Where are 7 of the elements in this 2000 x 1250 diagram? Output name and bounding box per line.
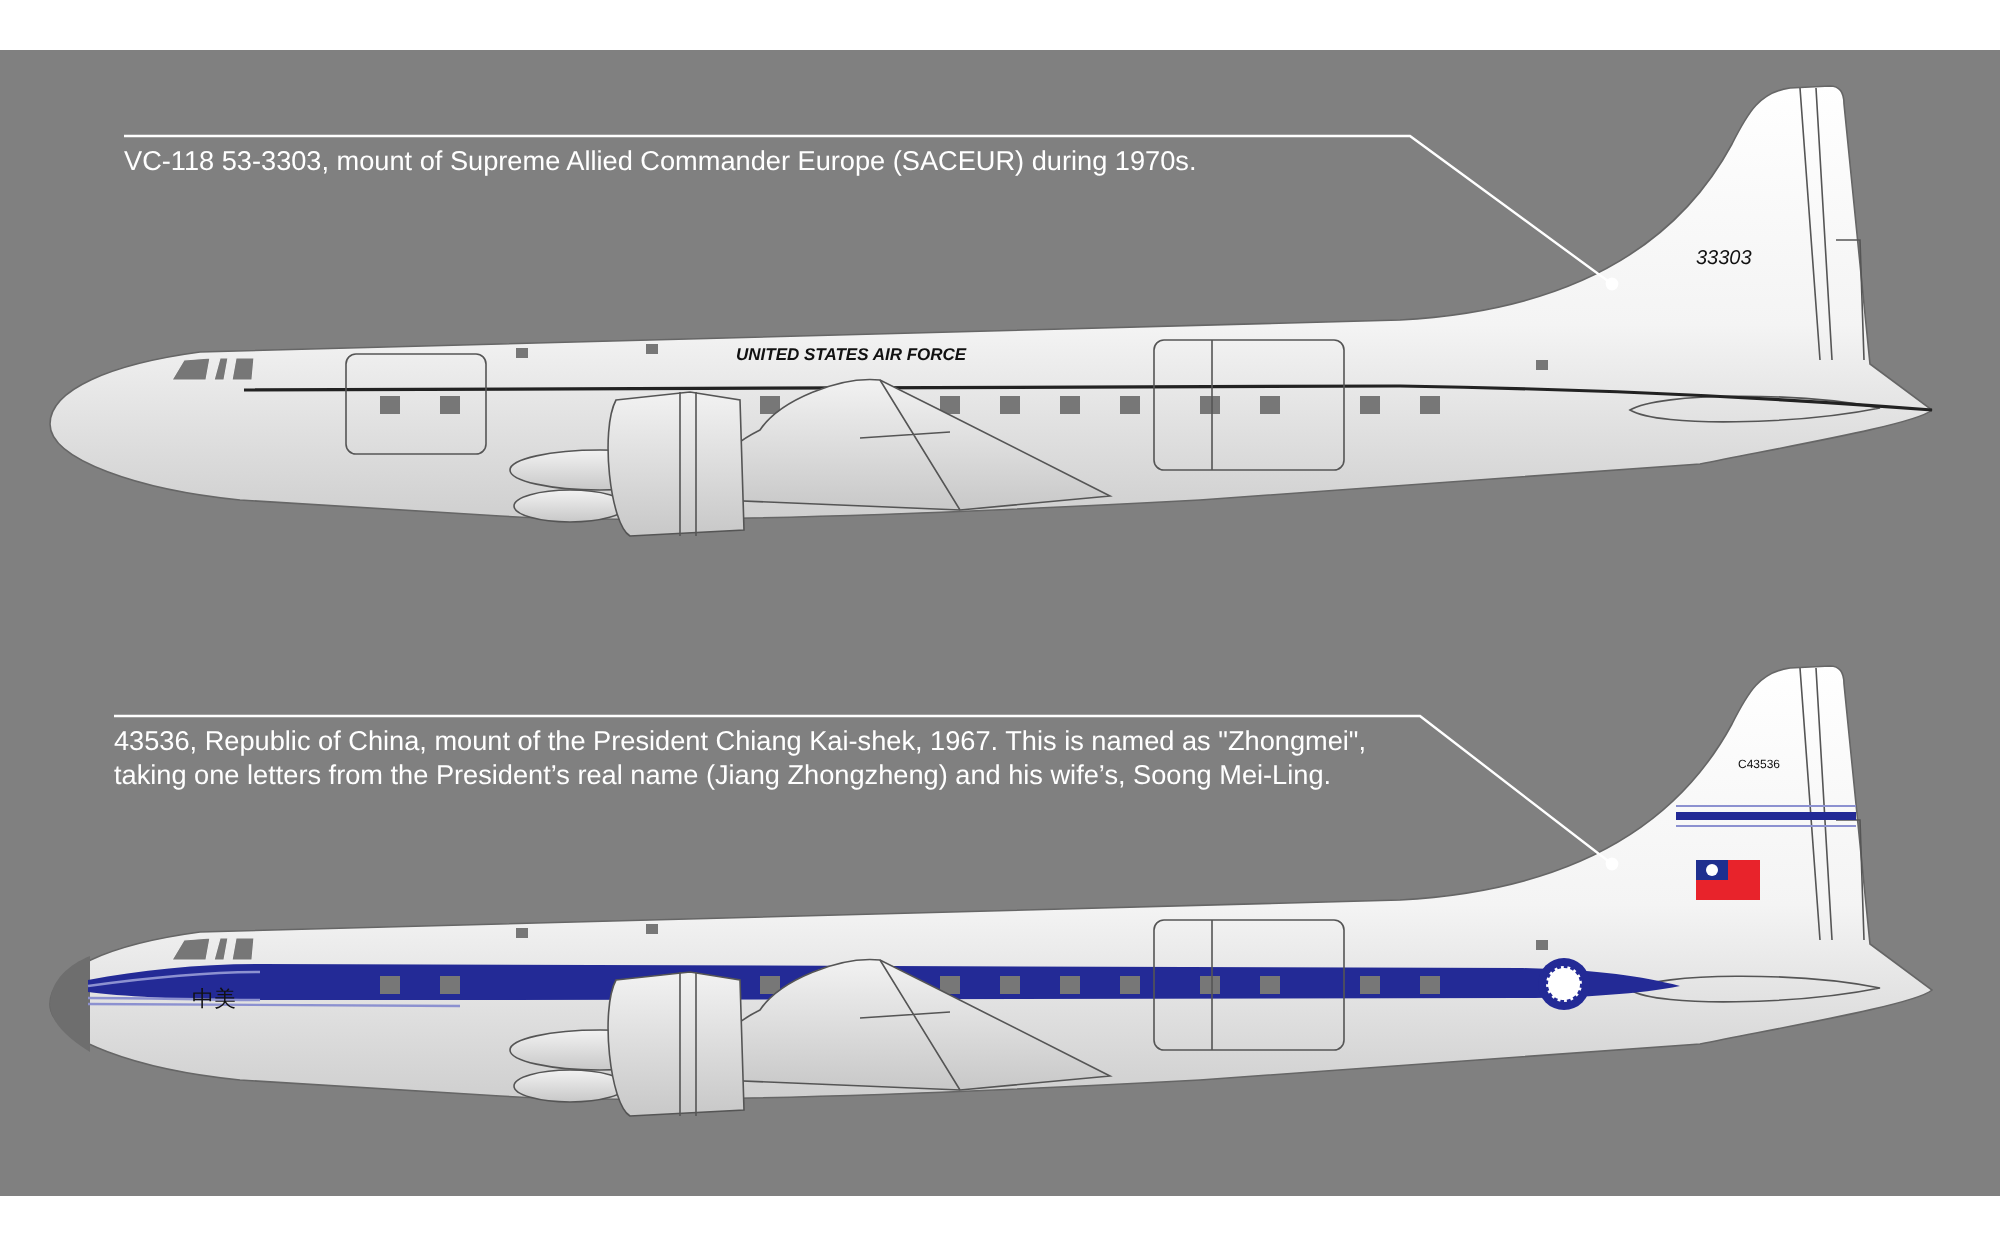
callout-text: VC-118 53-3303, mount of Supreme Allied Commander Europe (SACEUR) during 1970s.	[124, 144, 1199, 178]
callout-text: 43536, Republic of China, mount of the President Chiang Kai-shek, 1967. This is named as "Zhongmei", taking one letters from the President’s real name (Jiang Zhongzheng) and his wife’s, Soong Mei-Ling.	[114, 724, 1369, 792]
fuselage-lettering: UNITED STATES AIR FORCE	[736, 344, 967, 364]
leader-line	[124, 134, 1619, 291]
nose-lettering: 中美	[192, 985, 236, 1014]
leader-line	[114, 714, 1619, 871]
tail-number: 33303	[1696, 248, 1752, 270]
